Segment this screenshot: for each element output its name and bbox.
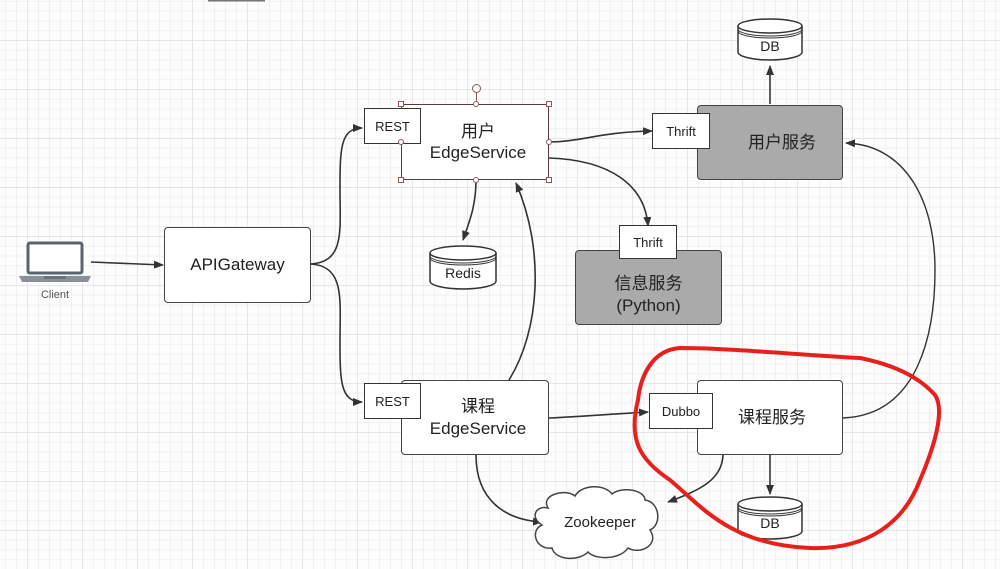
rotate-handle-stem	[476, 92, 477, 102]
edge-course-edge-user-edge[interactable]	[508, 182, 536, 381]
api-gateway-label: APIGateway	[190, 255, 285, 275]
edge-course-service-zookeeper[interactable]	[667, 454, 724, 503]
edge-client-gateway[interactable]	[90, 260, 164, 269]
edge-gateway-course-edge[interactable]	[310, 263, 363, 406]
user-service-node[interactable]: 用户服务	[697, 105, 843, 180]
edge-user-edge-redis[interactable]	[462, 179, 477, 241]
resize-handle-w[interactable]	[398, 139, 404, 145]
course-edge-service-node[interactable]: 课程 EdgeService	[401, 380, 549, 455]
info-service-node[interactable]: 信息服务 (Python)	[575, 250, 722, 325]
course-edge-rest-label: REST	[375, 393, 410, 409]
highlight-circle	[632, 346, 942, 551]
user-edge-title: 用户	[460, 121, 495, 141]
info-service-thrift-tag[interactable]: Thrift	[619, 225, 677, 259]
course-db-label: DB	[760, 515, 780, 531]
user-service-label: 用户服务	[748, 132, 816, 152]
edge-gateway-user-edge[interactable]	[310, 124, 363, 265]
resize-handle-ne[interactable]	[546, 101, 552, 107]
user-db-label: DB	[760, 38, 780, 54]
api-gateway-node[interactable]: APIGateway	[164, 227, 311, 303]
edge-user-edge-info-service[interactable]	[548, 157, 652, 227]
course-edge-subtitle: EdgeService	[429, 418, 527, 438]
course-edge-rest-tag[interactable]: REST	[364, 383, 421, 419]
resize-handle-sw[interactable]	[398, 177, 404, 183]
resize-handle-se[interactable]	[546, 177, 552, 183]
zookeeper-cloud-shape[interactable]	[534, 486, 659, 560]
edge-course-edge-zookeeper[interactable]	[475, 454, 543, 526]
resize-handle-e[interactable]	[546, 139, 552, 145]
course-service-label: 课程服务	[738, 407, 806, 427]
info-service-thrift-label: Thrift	[633, 234, 663, 250]
resize-handle-nw[interactable]	[398, 101, 404, 107]
course-service-dubbo-label: Dubbo	[661, 403, 701, 419]
edge-user-edge-user-service[interactable]	[548, 127, 653, 143]
user-edge-service-node[interactable]: 用户 EdgeService	[401, 104, 549, 180]
course-db-cylinder[interactable]	[737, 496, 803, 540]
user-service-thrift-tag[interactable]: Thrift	[652, 113, 710, 149]
user-service-thrift-label: Thrift	[666, 123, 696, 139]
course-edge-title: 课程	[460, 397, 495, 417]
zookeeper-label: Zookeeper	[564, 514, 636, 531]
client-label: Client	[40, 289, 70, 301]
redis-label: Redis	[445, 265, 481, 281]
user-edge-subtitle: EdgeService	[429, 143, 527, 162]
user-edge-rest-tag[interactable]: REST	[364, 108, 421, 144]
user-db-cylinder[interactable]	[737, 18, 803, 61]
redis-cylinder[interactable]	[429, 245, 497, 290]
info-service-label: 信息服务	[614, 274, 683, 294]
course-service-dubbo-tag[interactable]: Dubbo	[649, 393, 713, 429]
user-edge-rest-label: REST	[375, 118, 410, 134]
laptop-icon[interactable]	[19, 241, 91, 282]
edge-course-service-user-service[interactable]	[842, 139, 936, 419]
course-service-node[interactable]: 课程服务	[697, 380, 843, 455]
rotate-handle[interactable]	[472, 84, 481, 93]
info-service-sublabel: (Python)	[616, 295, 681, 315]
resize-handle-s[interactable]	[473, 177, 479, 183]
